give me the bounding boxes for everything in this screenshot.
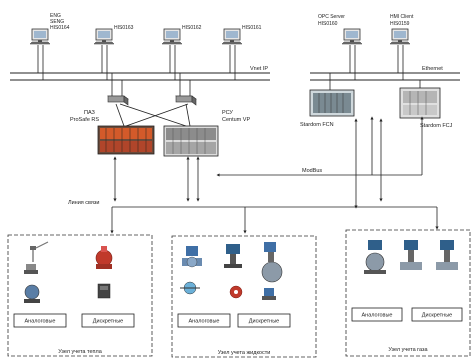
- workstation-2-label: HIS0163: [114, 25, 134, 31]
- node-gas-analog-label: Аналоговые: [362, 313, 393, 319]
- node-gas[interactable]: Аналоговые Дискретные Узел учета газа: [346, 230, 470, 356]
- opc-server-name: OPC Server: [318, 14, 345, 20]
- red-pump-icon: [96, 246, 112, 269]
- stardom-fcn-label: Stardom FCN: [300, 122, 334, 128]
- ethernet-label: Ethernet: [422, 66, 443, 72]
- workstation-2[interactable]: HIS0163: [94, 25, 134, 80]
- temperature-sensor-icon: [30, 242, 48, 262]
- node-liquid-analog-label: Аналоговые: [189, 319, 220, 325]
- prosafe-rs-cabinet[interactable]: [98, 126, 154, 154]
- rsu-name: РСУ: [222, 110, 233, 116]
- level-sensor-icon: [180, 282, 200, 294]
- vnet-ip-label: Vnet IP: [250, 66, 268, 72]
- vortex-meter-icon: [262, 242, 282, 282]
- gas-transmitter-3-icon: [436, 240, 458, 270]
- gas-transmitter-2-icon: [400, 240, 422, 270]
- gas-transmitter-1-icon: [364, 240, 386, 274]
- heat-meter-icon: [24, 285, 40, 303]
- workstation-1-line-3: HIS0164: [50, 25, 70, 31]
- centum-vp-cabinet[interactable]: [164, 126, 218, 156]
- node-liquid-title: Узел учета жидкости: [218, 350, 271, 356]
- workstation-1[interactable]: ENG SENG HIS0164: [30, 13, 70, 80]
- node-heat-title: Узел учета тепла: [58, 349, 102, 355]
- communication-line: [112, 207, 437, 232]
- pressure-transmitter-icon: [224, 244, 242, 268]
- node-heat-analog-label: Аналоговые: [25, 319, 56, 325]
- node-liquid-discrete-label: Дискретные: [249, 319, 279, 325]
- stardom-fcn-controller[interactable]: [310, 90, 354, 116]
- opc-server[interactable]: OPC Server HIS0160: [318, 14, 362, 44]
- workstation-3[interactable]: HIS0162: [162, 25, 202, 80]
- flow-transmitter-icon: [182, 246, 202, 267]
- node-heat-discrete-label: Дискретные: [93, 319, 123, 325]
- modbus-label: ModBus: [302, 168, 322, 174]
- hmi-client-name: HMI Client: [390, 14, 414, 20]
- stardom-fcj-controller[interactable]: [400, 88, 440, 118]
- hmi-client[interactable]: HMI Client HIS0159: [390, 14, 414, 44]
- flow-meter-icon: [24, 264, 38, 274]
- communication-line-label: Линия связи: [68, 200, 99, 206]
- node-gas-title: Узел учета газа: [388, 347, 428, 353]
- switch-right: [176, 73, 196, 105]
- discrete-switch-icon: [98, 284, 110, 298]
- pas-name: ПАЗ: [84, 110, 96, 116]
- rsu-model: Centum VP: [222, 117, 250, 123]
- node-heat[interactable]: Аналоговые Дискретные Узел учета тепла: [8, 235, 152, 356]
- stardom-fcj-label: Stardom FCJ: [420, 123, 453, 129]
- workstation-4-label: HIS0161: [242, 25, 262, 31]
- vertical-links: [115, 120, 381, 207]
- node-gas-discrete-label: Дискретные: [422, 313, 452, 319]
- pas-model: ProSafe RS: [70, 117, 99, 123]
- switch-left: [108, 73, 128, 105]
- vnet-ip-bus: [10, 73, 270, 80]
- workstation-3-label: HIS0162: [182, 25, 202, 31]
- node-liquid[interactable]: Аналоговые Дискретные Узел учета жидкост…: [172, 236, 316, 357]
- red-valve-icon: [230, 286, 242, 298]
- opc-server-id: HIS0160: [318, 21, 338, 27]
- small-transmitter-icon: [262, 288, 276, 300]
- hmi-client-id: HIS0159: [390, 21, 410, 27]
